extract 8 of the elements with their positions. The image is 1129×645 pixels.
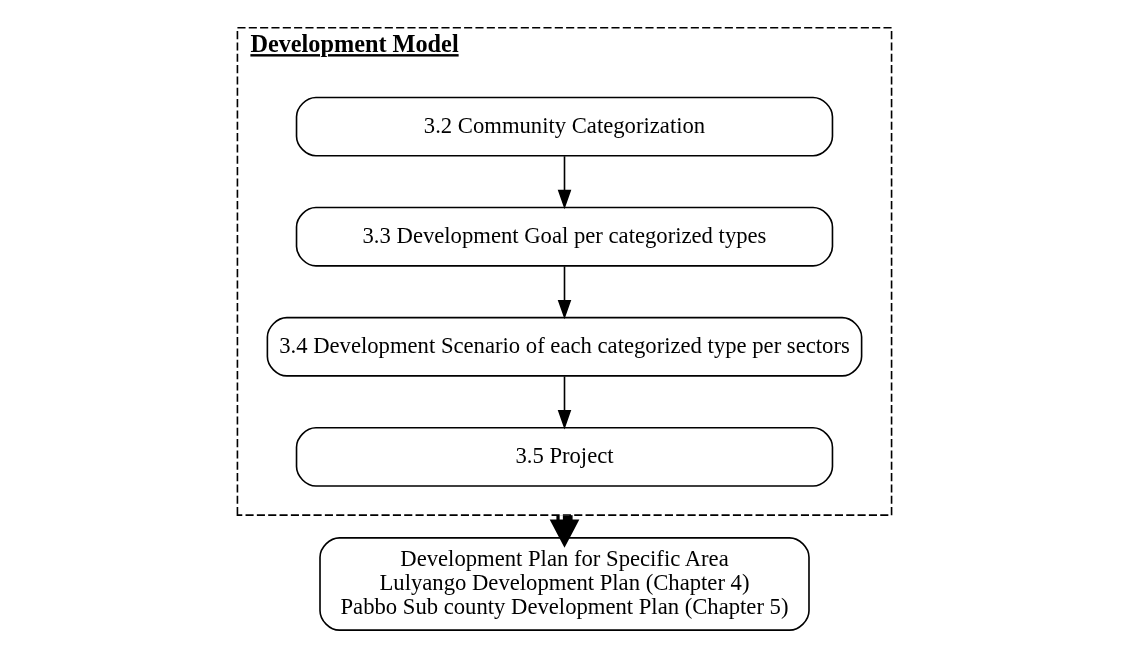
arrow	[557, 375, 572, 430]
arrow	[557, 155, 572, 210]
node-box: 3.5 Project	[295, 426, 834, 487]
arrow	[557, 265, 572, 320]
node-box: Development Plan for Specific Area Lulyango Development Plan (Chapter 4) Pabbo Sub county Development Plan (Chapter 5)	[319, 537, 810, 631]
node-box: 3.2 Community Categorization	[295, 96, 834, 157]
node-box: 3.3 Development Goal per categorized types	[295, 206, 834, 267]
node-box: 3.4 Development Scenario of each categorized type per sectors	[266, 316, 863, 377]
